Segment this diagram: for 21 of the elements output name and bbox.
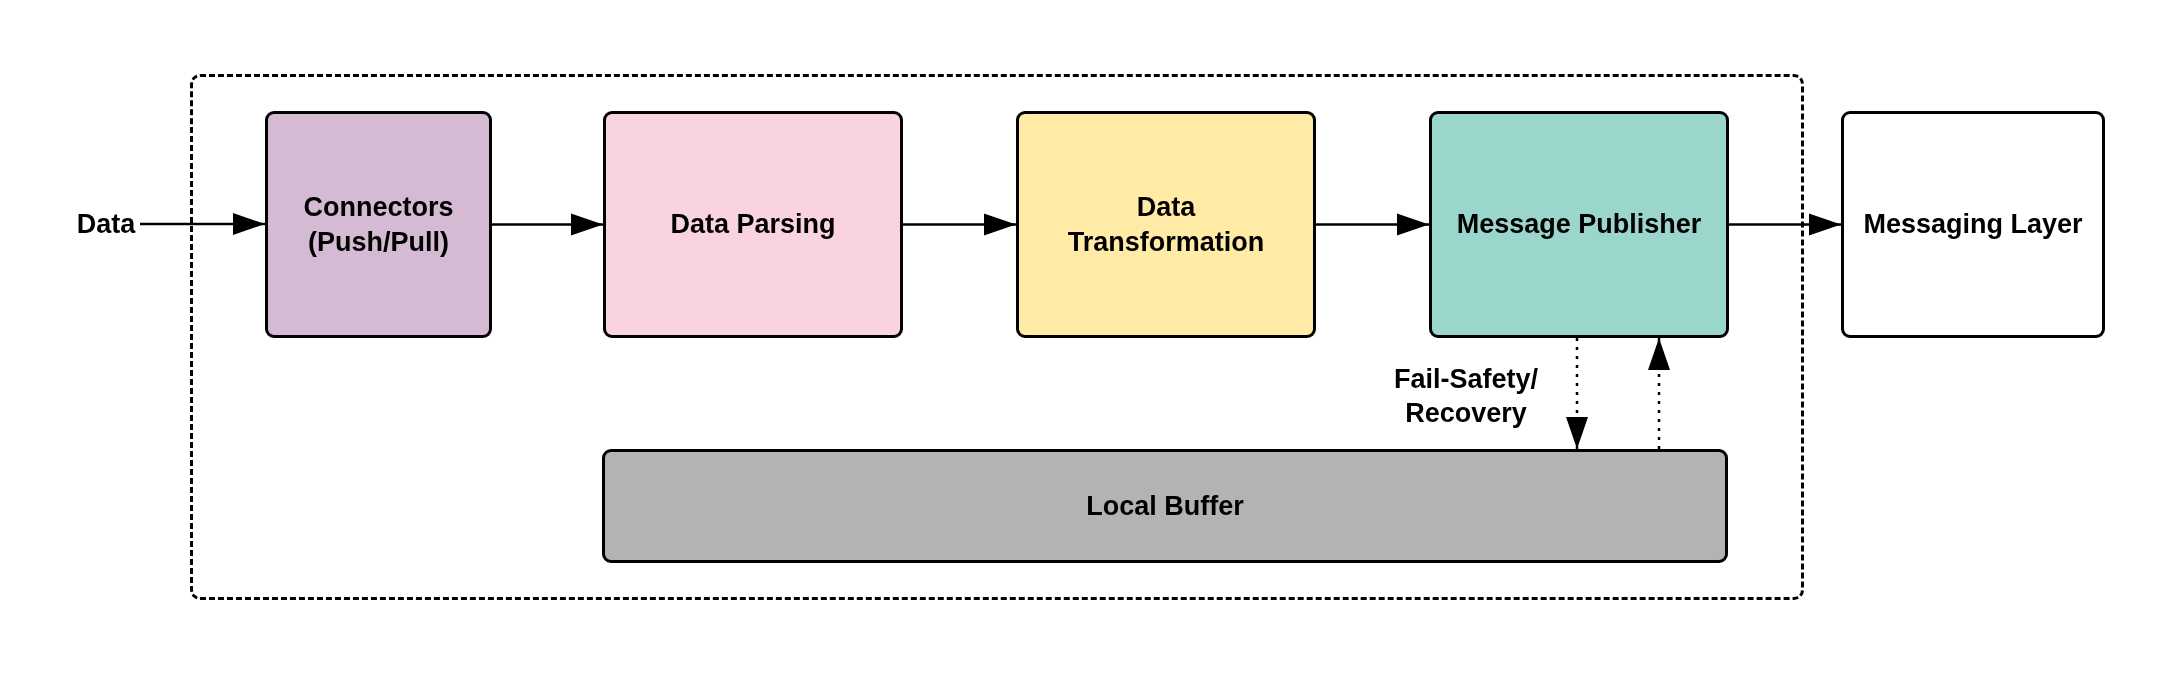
node-label: Local Buffer (1086, 489, 1244, 523)
node-label: Data Transformation (1066, 190, 1266, 259)
buffer-box (602, 449, 1728, 563)
output-box (1841, 111, 2105, 338)
node-label: Data (76, 207, 136, 241)
arrow (1729, 213, 1841, 236)
node-label: Connectors (Push/Pull) (302, 190, 455, 259)
arrow (1316, 213, 1429, 236)
dashed-group-boundary (190, 74, 1804, 600)
process-box (1429, 111, 1729, 338)
arrow (903, 213, 1016, 236)
process-box (1016, 111, 1316, 338)
node-label: Message Publisher (1456, 208, 1702, 241)
node-label: Messaging Layer (1863, 208, 2083, 241)
arrow (492, 213, 603, 236)
dotted-arrow (1566, 338, 1588, 449)
dotted-arrow (1648, 338, 1670, 449)
arrow (140, 213, 265, 235)
node-label: Data Parsing (670, 208, 836, 241)
process-box (265, 111, 492, 338)
process-box (603, 111, 903, 338)
